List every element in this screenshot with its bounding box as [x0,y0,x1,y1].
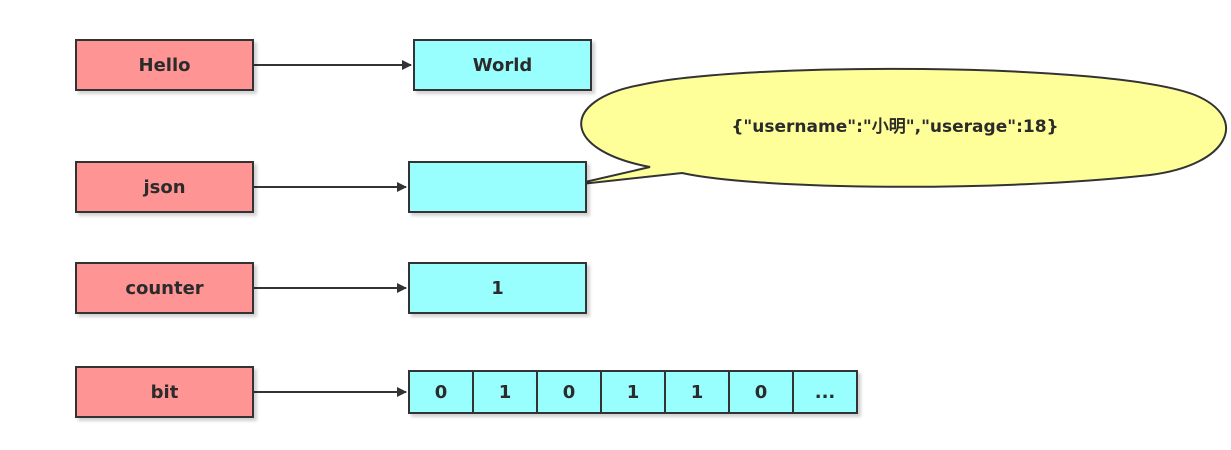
bit-cell-ellipsis: ... [792,370,858,414]
key-label: counter [125,277,204,299]
value-label: 1 [491,277,504,299]
key-box-counter: counter [75,262,254,314]
value-label: World [472,54,533,76]
bit-cell: 0 [536,370,602,414]
bit-cell: 1 [472,370,538,414]
key-box-json: json [75,161,254,213]
key-box-bit: bit [75,366,254,418]
value-box-counter: 1 [408,262,587,314]
key-label: Hello [138,54,191,76]
bit-cell: 0 [408,370,474,414]
callout-text: {"username":"小明","userage":18} [731,117,1059,137]
bit-cell: 0 [728,370,794,414]
key-box-hello: Hello [75,39,254,91]
callout-balloon [571,67,1227,188]
bit-cell: 1 [600,370,666,414]
key-label: json [143,176,186,198]
bit-array: 0 1 0 1 1 0 ... [408,370,858,414]
bit-cell: 1 [664,370,730,414]
value-box-json [408,161,587,213]
value-box-world: World [413,39,592,91]
key-label: bit [150,381,179,403]
